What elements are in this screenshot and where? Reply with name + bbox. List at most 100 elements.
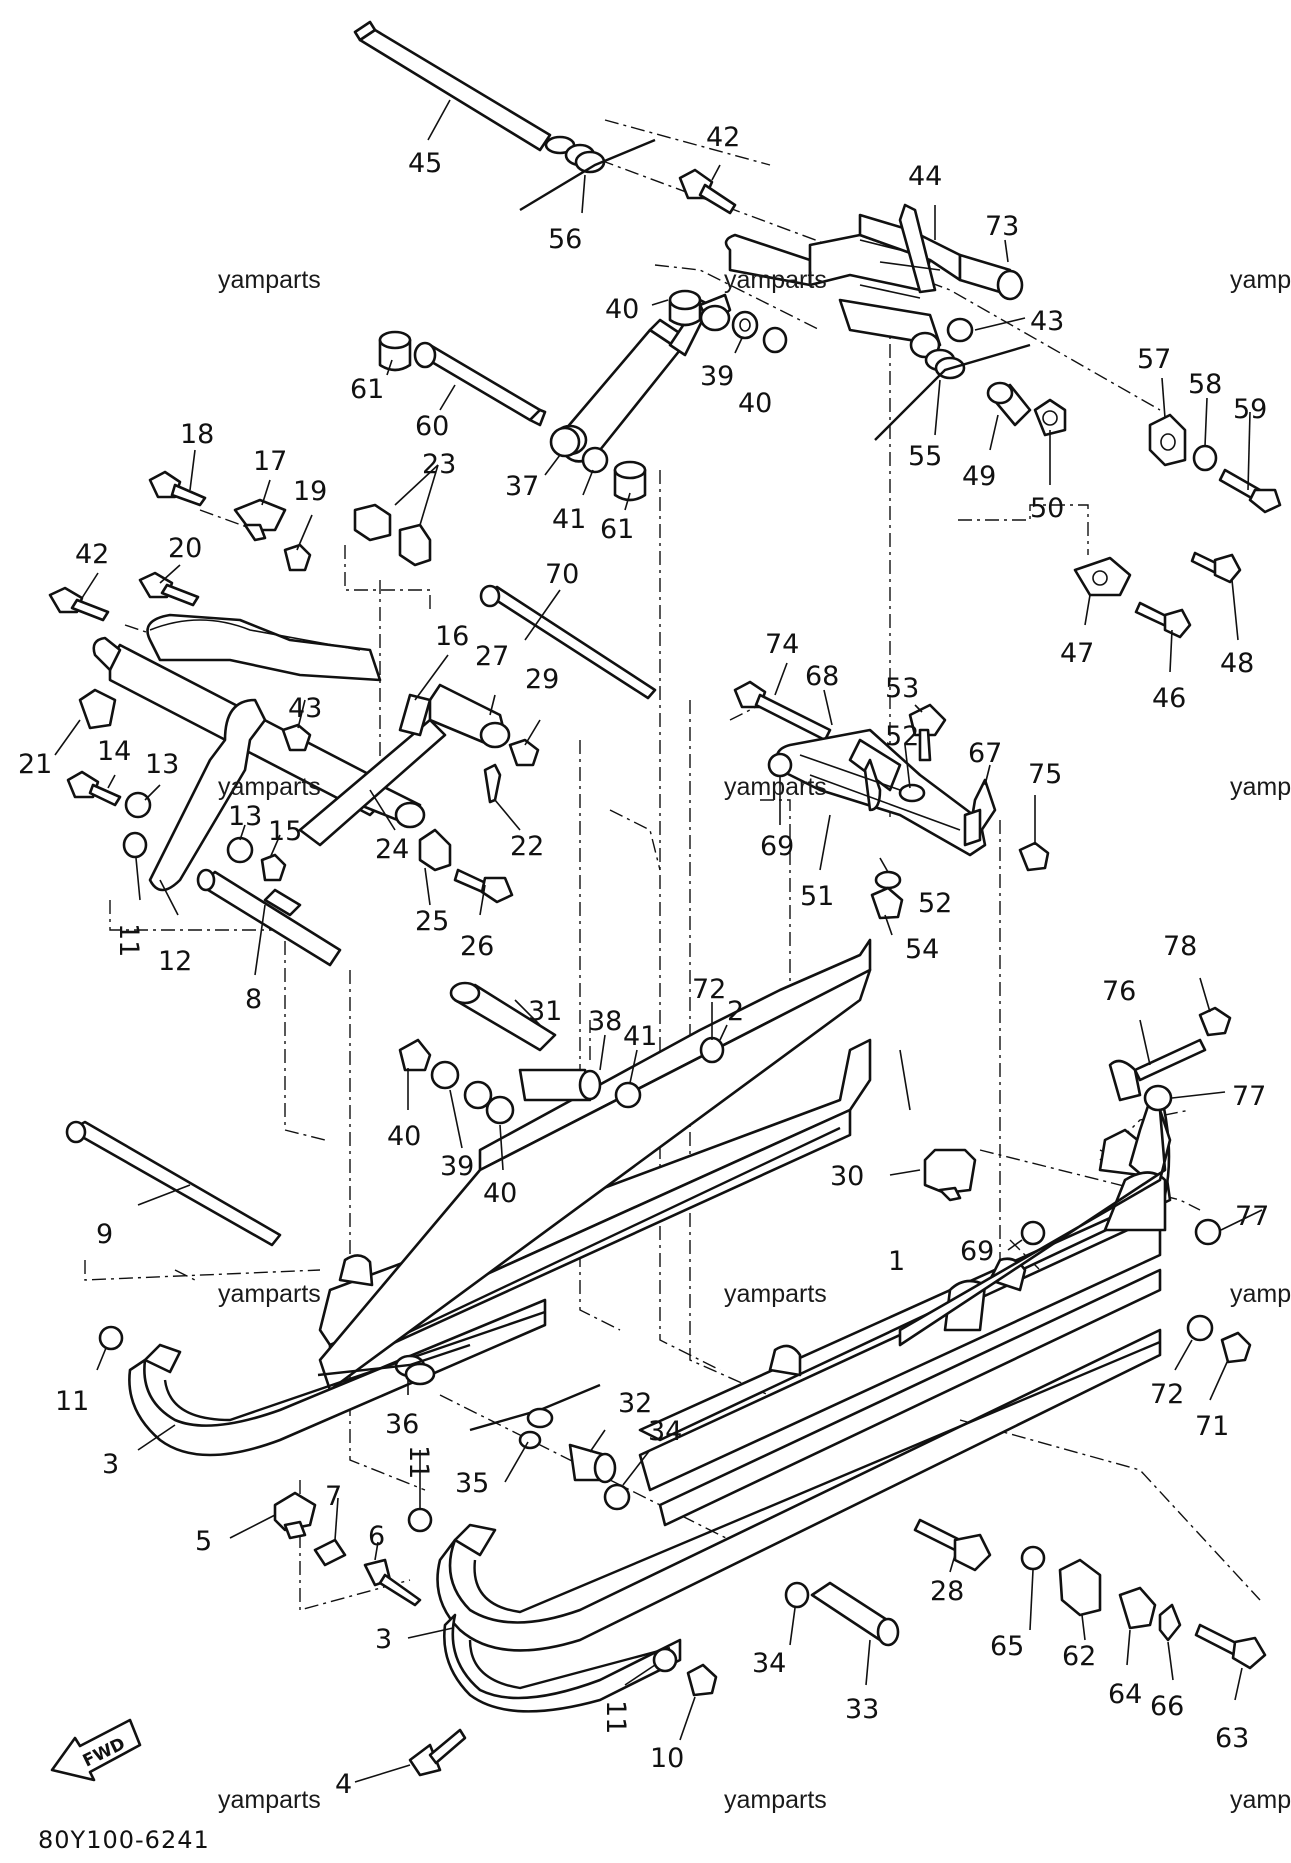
collar-61-b bbox=[613, 460, 647, 502]
bushing-49 bbox=[986, 381, 1032, 427]
bolt-46 bbox=[1134, 601, 1192, 639]
watermark-text: yamparts bbox=[724, 773, 827, 801]
callout-28: 28 bbox=[930, 1576, 964, 1607]
callout-36: 36 bbox=[385, 1409, 419, 1440]
callout-18: 18 bbox=[180, 419, 214, 450]
callout-55: 55 bbox=[908, 441, 942, 472]
callout-76: 76 bbox=[1102, 976, 1136, 1007]
callout-43: 43 bbox=[1030, 306, 1064, 337]
callout-8: 8 bbox=[245, 984, 262, 1015]
callout-40: 40 bbox=[738, 388, 772, 419]
pin-7 bbox=[313, 1538, 347, 1567]
spacer-72-bottom bbox=[1186, 1314, 1214, 1342]
callout-11: 11 bbox=[55, 1386, 89, 1417]
washer-11-d bbox=[652, 1647, 678, 1673]
callout-44: 44 bbox=[908, 161, 942, 192]
callout-57: 57 bbox=[1137, 344, 1171, 375]
bolt-42-top bbox=[678, 168, 737, 215]
callout-61: 61 bbox=[350, 374, 384, 405]
nut-19 bbox=[283, 543, 312, 572]
bolt-48 bbox=[1190, 551, 1242, 584]
washer-77-bottom bbox=[1194, 1218, 1222, 1246]
callout-59: 59 bbox=[1233, 394, 1267, 425]
washer-41-mid bbox=[614, 1081, 642, 1109]
washer-65 bbox=[1020, 1545, 1046, 1571]
washer-13-b bbox=[226, 836, 254, 864]
callout-34: 34 bbox=[752, 1648, 786, 1679]
plate-52-bottom bbox=[874, 870, 902, 890]
callout-31: 31 bbox=[528, 996, 562, 1027]
bolt-63 bbox=[1194, 1623, 1267, 1670]
nut-43-left bbox=[281, 723, 312, 752]
collar-38 bbox=[518, 1068, 602, 1102]
callout-17: 17 bbox=[253, 446, 287, 477]
watermark-text: yamparts bbox=[218, 1786, 321, 1814]
callout-54: 54 bbox=[905, 934, 939, 965]
callout-41: 41 bbox=[552, 504, 586, 535]
callout-74: 74 bbox=[765, 629, 799, 660]
callout-35: 35 bbox=[455, 1468, 489, 1499]
callout-4: 4 bbox=[335, 1769, 352, 1800]
callout-22: 22 bbox=[510, 831, 544, 862]
callout-10: 10 bbox=[650, 1743, 684, 1774]
callout-70: 70 bbox=[545, 559, 579, 590]
callout-72: 72 bbox=[1150, 1379, 1184, 1410]
bolt-53 bbox=[908, 703, 947, 762]
washer-58 bbox=[1192, 444, 1218, 472]
collar-34-top bbox=[568, 1443, 617, 1484]
callout-71: 71 bbox=[1195, 1411, 1229, 1442]
callout-52: 52 bbox=[918, 888, 952, 919]
callout-73: 73 bbox=[985, 211, 1019, 242]
callout-66: 66 bbox=[1150, 1691, 1184, 1722]
rear-arm-44 bbox=[724, 203, 1024, 359]
callout-51: 51 bbox=[800, 881, 834, 912]
callout-48: 48 bbox=[1220, 648, 1254, 679]
callout-42: 42 bbox=[75, 539, 109, 570]
spacer-72-top bbox=[699, 1036, 725, 1064]
callout-40: 40 bbox=[483, 1178, 517, 1209]
nut-75 bbox=[1018, 841, 1050, 872]
watermark-text: yamparts bbox=[1230, 1280, 1291, 1308]
callout-38: 38 bbox=[588, 1006, 622, 1037]
callout-27: 27 bbox=[475, 641, 509, 672]
washer-34-top bbox=[603, 1483, 631, 1511]
callout-43: 43 bbox=[288, 693, 322, 724]
collar-50 bbox=[1033, 398, 1067, 437]
bolt-4 bbox=[408, 1728, 467, 1777]
spring-55 bbox=[874, 343, 1031, 441]
callout-69: 69 bbox=[760, 831, 794, 862]
callout-labels: 45 56 42 44 73 40 43 39 40 61 60 57 58 5… bbox=[18, 122, 1269, 1800]
ski-runner-upper bbox=[128, 1298, 547, 1457]
callout-41: 41 bbox=[623, 1021, 657, 1052]
callout-45: 45 bbox=[408, 148, 442, 179]
pin-22 bbox=[483, 763, 502, 804]
washer-69-bottom bbox=[1020, 1220, 1046, 1246]
guide-23 bbox=[353, 503, 432, 567]
callout-61: 61 bbox=[600, 514, 634, 545]
bushing-37 bbox=[549, 426, 581, 458]
callout-37: 37 bbox=[505, 471, 539, 502]
bracket-30 bbox=[923, 1148, 977, 1202]
callout-29: 29 bbox=[525, 664, 559, 695]
callout-15: 15 bbox=[268, 816, 302, 847]
bushing-40-top bbox=[668, 289, 702, 327]
callout-34: 34 bbox=[648, 1416, 682, 1447]
callout-67: 67 bbox=[968, 738, 1002, 769]
nut-10 bbox=[686, 1663, 718, 1697]
forward-arrow-icon: FWD bbox=[50, 1718, 142, 1782]
spring-56 bbox=[519, 138, 656, 212]
callout-33: 33 bbox=[845, 1694, 879, 1725]
callout-leaders bbox=[54, 99, 1263, 1783]
callout-11: 11 bbox=[600, 1700, 631, 1734]
nut-78 bbox=[1198, 1006, 1232, 1037]
bushing-40-mid-b bbox=[463, 1080, 493, 1110]
bracket-62 bbox=[1058, 1558, 1102, 1617]
callout-11: 11 bbox=[113, 923, 144, 957]
spring-36 bbox=[317, 1343, 471, 1386]
callout-46: 46 bbox=[1152, 683, 1186, 714]
watermark-text: yamparts bbox=[1230, 266, 1291, 294]
ski-runner-lower bbox=[436, 1328, 1162, 1713]
watermark-text: yamparts bbox=[1230, 773, 1291, 801]
watermark-text: yamparts bbox=[724, 1786, 827, 1814]
callout-60: 60 bbox=[415, 411, 449, 442]
